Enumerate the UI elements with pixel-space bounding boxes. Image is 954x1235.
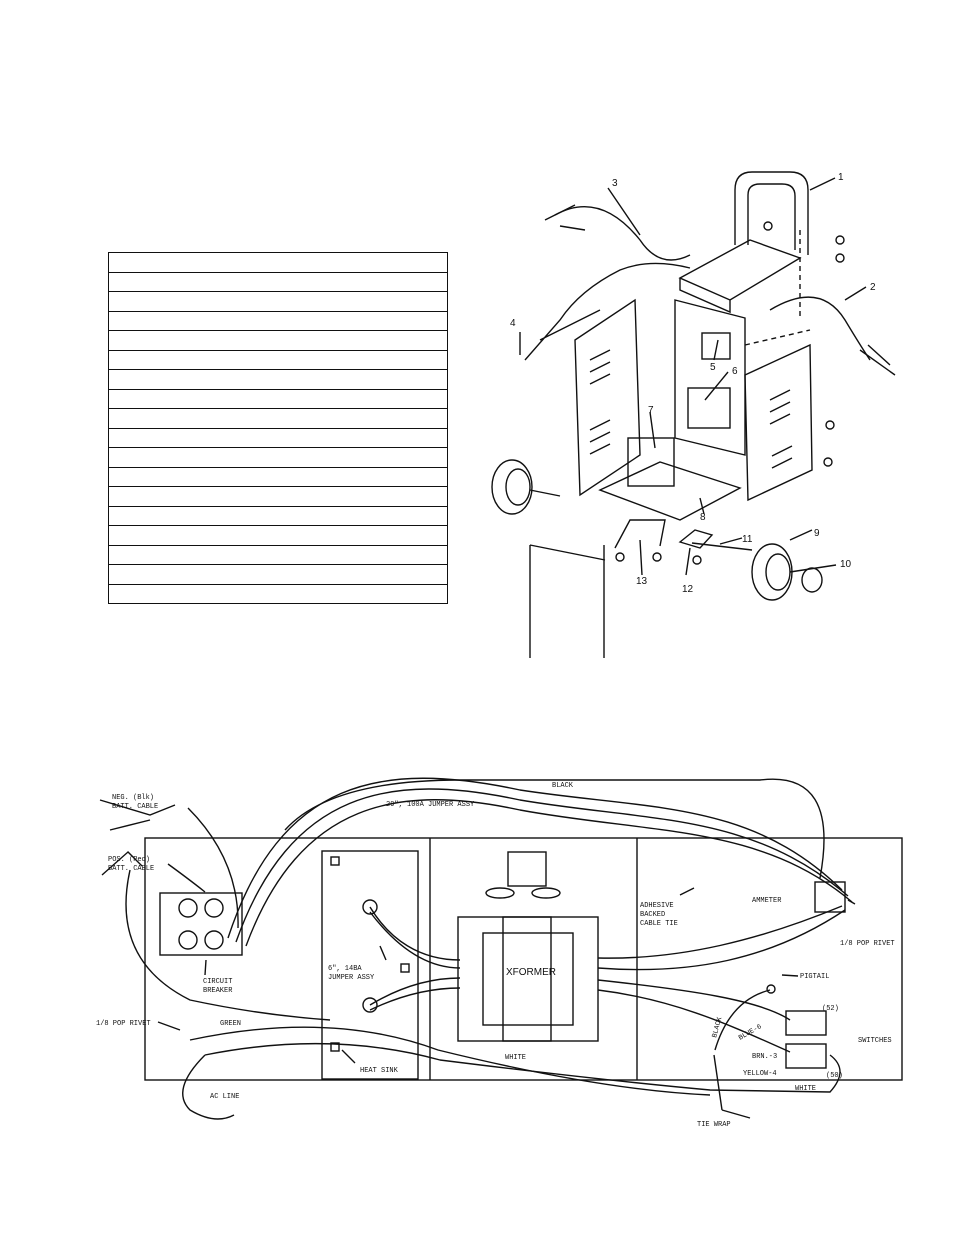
adhesive-label: ADHESIVE: [640, 902, 674, 910]
clamp-2: [859, 344, 896, 376]
tie-wrap-label: TIE WRAP: [697, 1121, 731, 1129]
callout-11: 11: [742, 534, 753, 545]
right-side-panel: [744, 343, 813, 502]
cable-2: [769, 296, 871, 361]
callout-7: 7: [648, 405, 654, 416]
handle: [734, 171, 809, 255]
cable-3: [554, 206, 691, 261]
parts-table-row: [109, 351, 447, 370]
parts-table: [108, 252, 448, 604]
axle-bracket: [614, 519, 666, 549]
parts-table-row: [109, 331, 447, 351]
white-label-1: WHITE: [505, 1054, 526, 1062]
pos-cable-label: POS. (Red): [108, 856, 150, 864]
callout-8: 8: [700, 512, 706, 523]
base-plate: [598, 461, 742, 521]
white-label-2: WHITE: [795, 1085, 816, 1093]
cable-4: [524, 262, 691, 361]
fan: [507, 851, 547, 887]
ammeter-part: [701, 332, 731, 360]
circuit-breaker-label: CIRCUIT: [203, 978, 232, 986]
clamp-3: [544, 204, 586, 231]
left-side-panel: [574, 298, 641, 497]
switch-plate: [687, 387, 731, 429]
callout-5: 5: [710, 362, 716, 373]
parts-table-row: [109, 312, 447, 331]
callout-4: 4: [510, 318, 516, 329]
left-wheel: [491, 459, 533, 515]
adhesive-label-3: CABLE TIE: [640, 920, 678, 928]
jumper-6-label: 6", 14BA: [328, 965, 362, 973]
yellow4-label: YELLOW-4: [743, 1070, 777, 1078]
transformer-box: [457, 916, 599, 1042]
neg-cable-label: NEG. (Blk): [112, 794, 154, 802]
parts-table-row: [109, 390, 447, 409]
brn3-label: BRN.-3: [752, 1053, 777, 1061]
switch-52: [785, 1010, 827, 1036]
parts-table-row: [109, 565, 447, 585]
callout-10: 10: [840, 559, 852, 570]
parts-table-row: [109, 429, 447, 448]
stand: [529, 544, 606, 658]
parts-table-row: [109, 370, 447, 390]
ammeter-label: AMMETER: [752, 897, 782, 905]
circuit-breaker: [159, 892, 243, 956]
parts-table-row: [109, 409, 447, 429]
heat-sink: [321, 850, 419, 1080]
pop-rivet-left-label: 1/8 POP RIVET: [96, 1020, 151, 1028]
parts-table-row: [109, 487, 447, 507]
front-panel: [674, 299, 746, 456]
parts-table-row: [109, 292, 447, 312]
parts-table-row: [109, 468, 447, 487]
callout-2: 2: [870, 282, 876, 293]
parts-table-row: [109, 526, 447, 546]
adhesive-label-2: BACKED: [640, 911, 665, 919]
jumper-6-label-2: JUMPER ASSY: [328, 974, 375, 982]
switch-50-label: (50): [826, 1072, 843, 1080]
switches-label: SWITCHES: [858, 1037, 892, 1045]
pop-rivet-right-label: 1/8 POP RIVET: [840, 940, 895, 948]
parts-table-row: [109, 253, 447, 273]
switch-50: [785, 1043, 827, 1069]
blue6-label: BLUE-6: [738, 1023, 764, 1043]
neg-cable-label-2: BATT. CABLE: [112, 803, 158, 811]
parts-table-row: [109, 546, 447, 565]
callout-13: 13: [636, 576, 648, 587]
callout-1: 1: [838, 172, 844, 183]
transformer: [627, 437, 675, 487]
callout-9: 9: [814, 528, 820, 539]
callout-12: 12: [682, 584, 694, 595]
parts-table-row: [109, 273, 447, 292]
ac-line-label: AC LINE: [210, 1093, 239, 1101]
parts-table-row: [109, 448, 447, 468]
jumper-29-label: 29", 100A JUMPER ASSY: [386, 801, 475, 809]
green-label: GREEN: [220, 1020, 241, 1028]
heat-sink-label: HEAT SINK: [360, 1067, 399, 1075]
black-wire-label: BLACK: [552, 782, 574, 790]
callout-3: 3: [612, 178, 618, 189]
pigtail-label: PIGTAIL: [800, 973, 829, 981]
parts-table-row: [109, 507, 447, 526]
switch-52-label: (52): [822, 1005, 839, 1013]
chassis-outline: [144, 837, 903, 1081]
callout-6: 6: [732, 366, 738, 377]
xformer-label: XFORMER: [506, 967, 556, 978]
pos-cable-label-2: BATT. CABLE: [108, 865, 154, 873]
circuit-breaker-label-2: BREAKER: [203, 987, 233, 995]
ammeter: [814, 881, 846, 913]
